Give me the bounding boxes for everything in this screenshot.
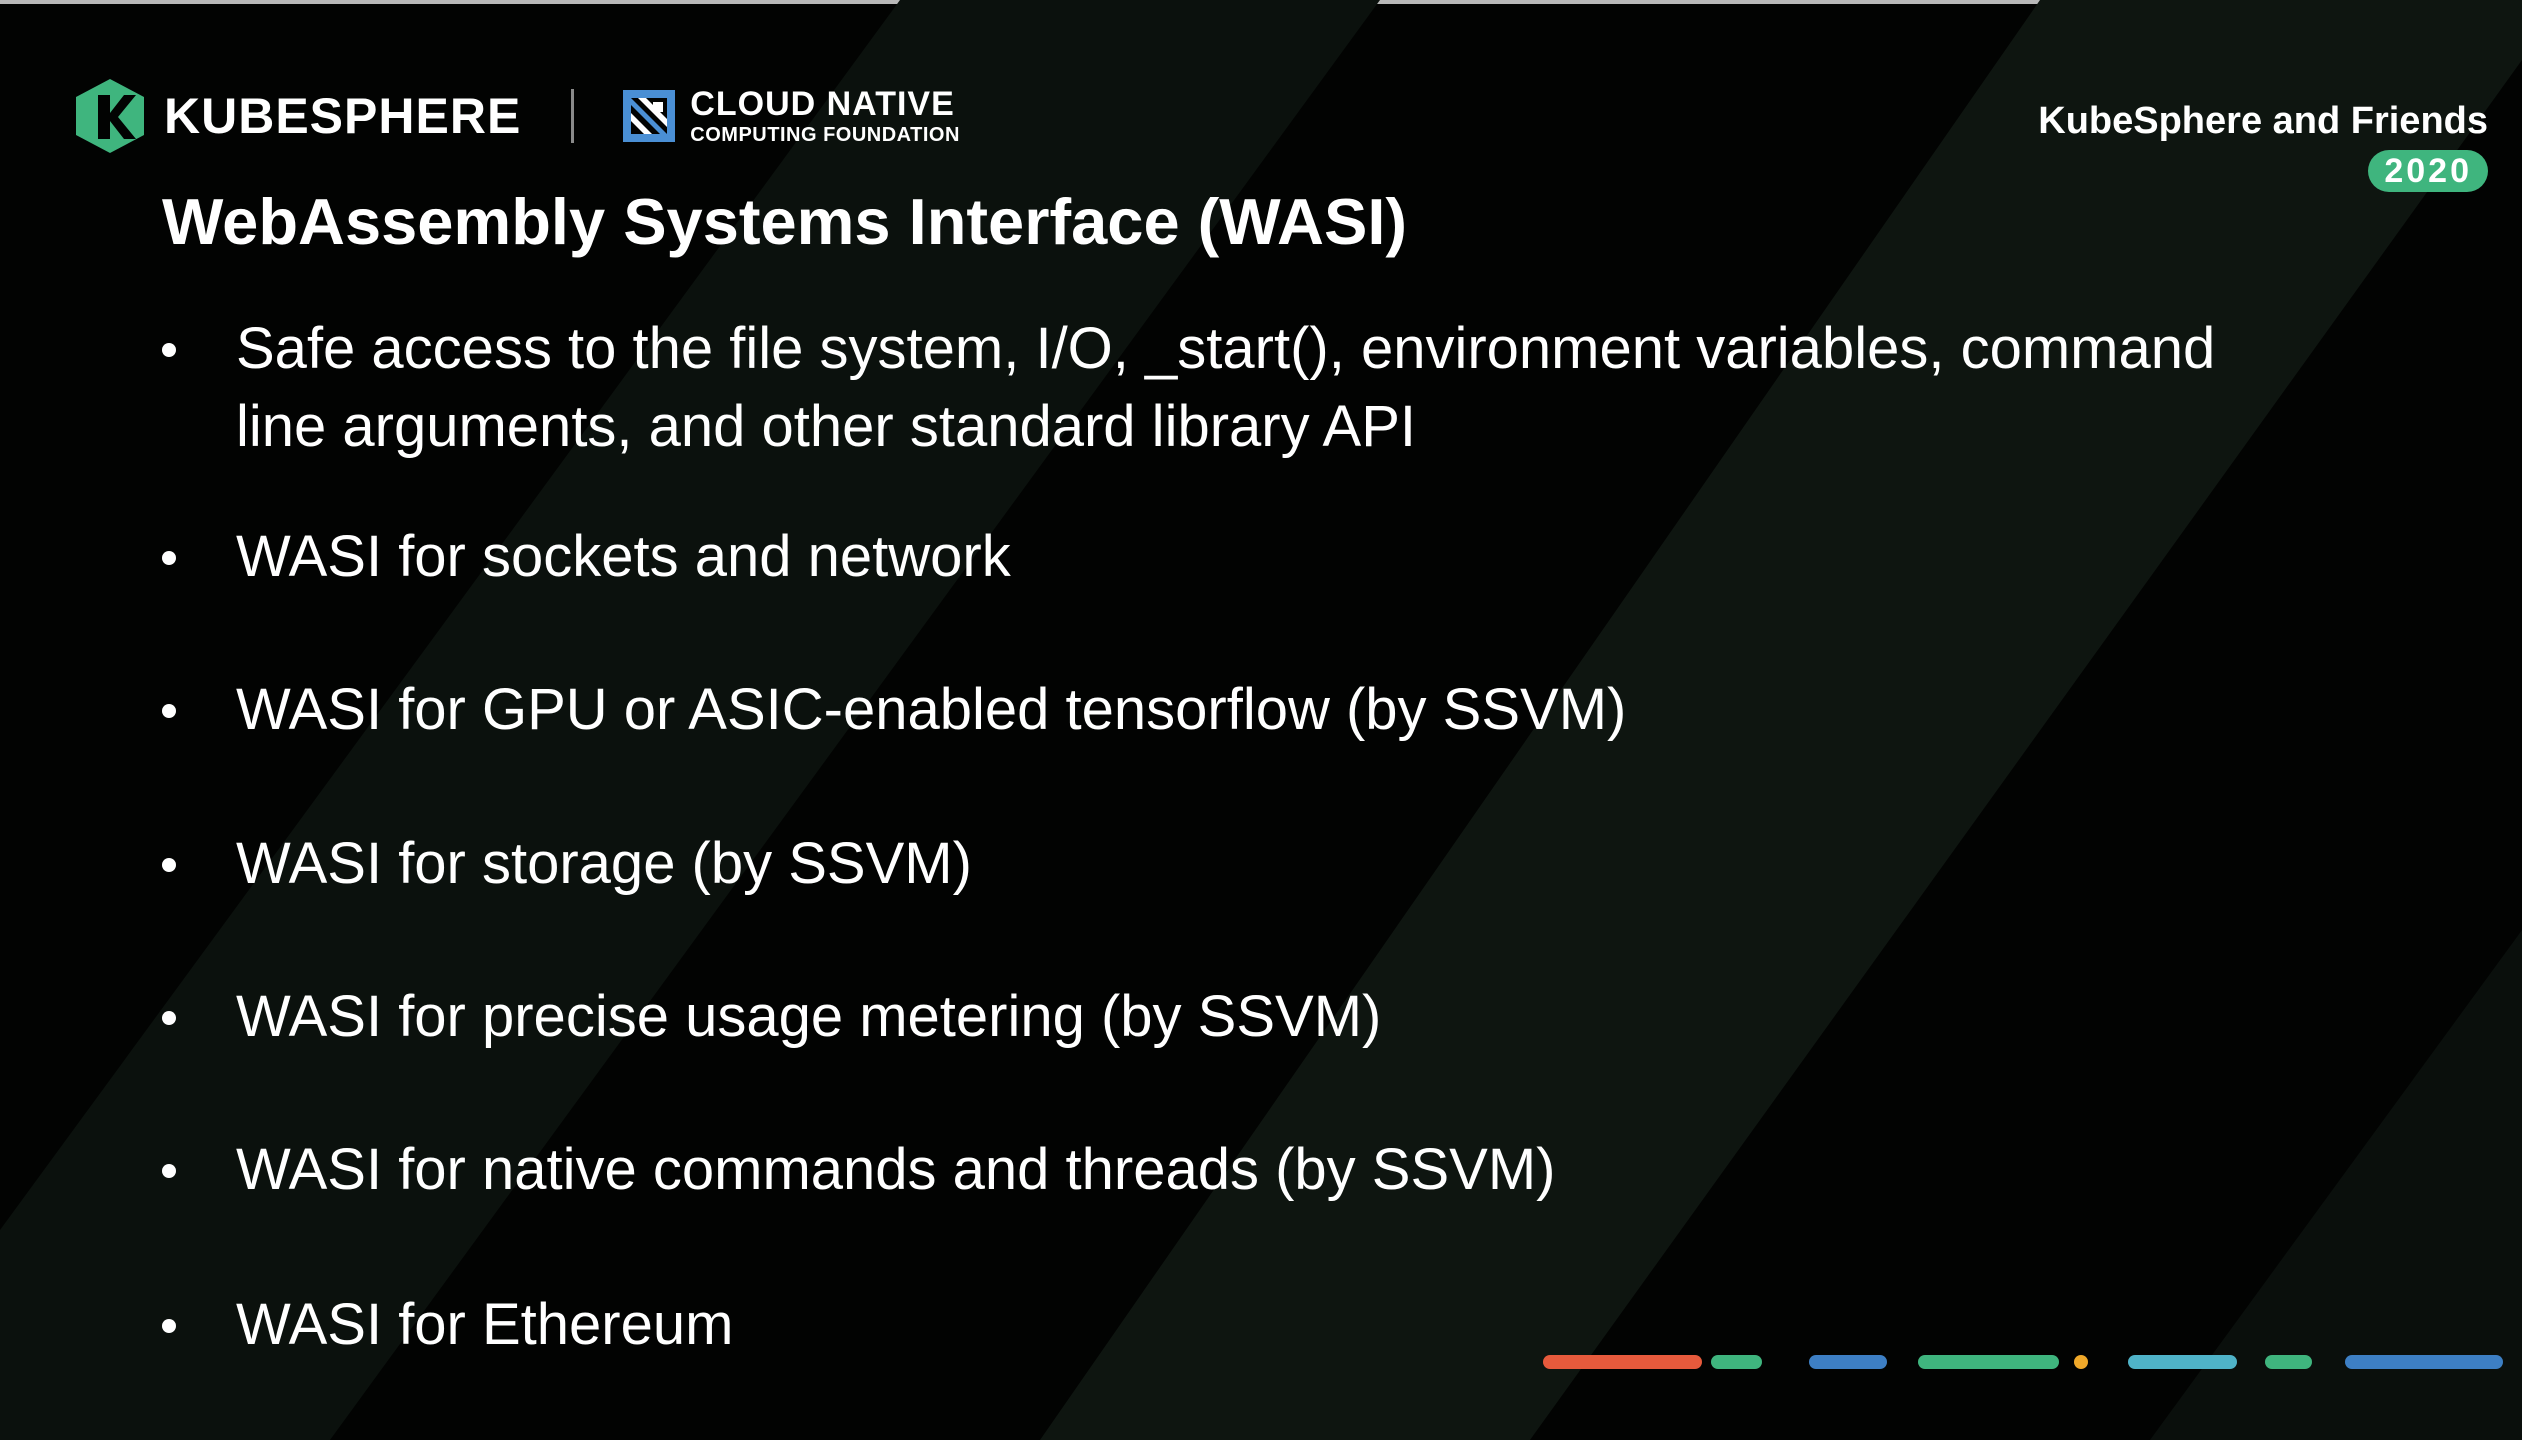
cncf-logo-icon [623,90,676,142]
header-logos: KUBESPHERE CLOUD NATIVE COMPUTING FOUNDA… [74,76,960,156]
event-year-pill: 2020 [2368,150,2488,192]
bullet-marker [162,1319,176,1333]
bullet-marker [162,1011,176,1025]
bullet-marker [162,551,176,565]
bullet-text: WASI for precise usage metering (by SSVM… [236,984,1382,1049]
event-badge: KubeSphere and Friends 2020 [2038,102,2488,192]
bullet-marker [162,343,176,357]
logo-divider [571,89,575,143]
kubesphere-logo-icon [76,79,144,153]
bullet-text: WASI for Ethereum [236,1292,734,1357]
bullet-marker [162,704,176,718]
kubesphere-wordmark: KUBESPHERE [164,88,522,144]
bullet-item: WASI for native commands and threads (by… [162,1131,2462,1209]
bullet-marker [162,858,176,872]
cncf-wordmark: CLOUD NATIVE COMPUTING FOUNDATION [690,87,960,145]
bullet-marker [162,1164,176,1178]
bullet-item: WASI for storage (by SSVM) [162,825,2462,903]
bullet-text: WASI for native commands and threads (by… [236,1137,1556,1202]
bullet-item: WASI for Ethereum [162,1286,2462,1364]
bullet-text: Safe access to the file system, I/O, _st… [236,316,2216,381]
slide-title: WebAssembly Systems Interface (WASI) [162,185,1408,258]
bullet-text: WASI for GPU or ASIC-enabled tensorflow … [236,677,1627,742]
bullet-item: WASI for precise usage metering (by SSVM… [162,978,2462,1056]
bullet-text: WASI for sockets and network [236,524,1011,589]
bullet-item: Safe access to the file system, I/O, _st… [162,310,2462,466]
event-name: KubeSphere and Friends [2038,100,2488,142]
bullet-text-continuation: line arguments, and other standard libra… [236,394,1416,459]
bullet-item: WASI for GPU or ASIC-enabled tensorflow … [162,671,2462,749]
cncf-title: CLOUD NATIVE [690,85,955,123]
cncf-subtitle: COMPUTING FOUNDATION [690,124,960,146]
bullet-item: WASI for sockets and network [162,518,2462,596]
bullet-text: WASI for storage (by SSVM) [236,831,972,896]
